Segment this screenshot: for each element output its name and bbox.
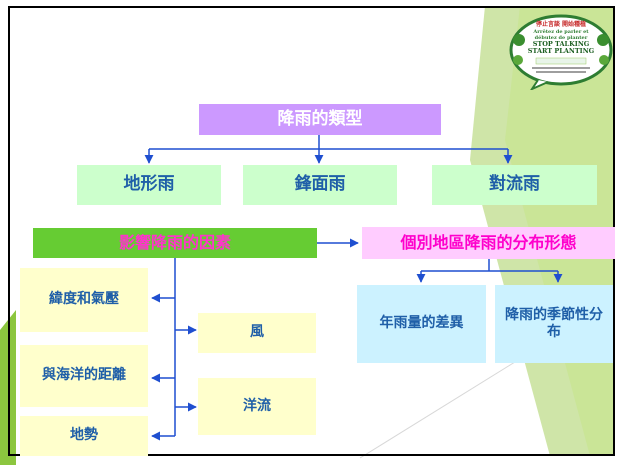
diagram-title: 降雨的類型 [199, 104, 441, 135]
rain-type-convectional: 對流雨 [432, 165, 597, 205]
logo-line-3: débutez de planter [535, 34, 588, 41]
factor-distance-from-sea: 與海洋的距離 [20, 345, 148, 407]
fine-print [536, 71, 586, 73]
distribution-annual-variation: 年雨量的差異 [357, 285, 486, 363]
factor-latitude-pressure: 緯度和氣壓 [20, 268, 148, 332]
rain-type-orographic: 地形雨 [77, 165, 221, 205]
factor-wind: 風 [198, 313, 316, 353]
logo-line-5: START PLANTING [528, 47, 595, 55]
factors-header: 影響降雨的因素 [33, 228, 317, 258]
tree-icon [513, 34, 525, 46]
rain-type-frontal: 鋒面雨 [243, 165, 397, 205]
fine-print [532, 67, 590, 69]
factor-ocean-current: 洋流 [198, 378, 316, 435]
logo-line-1: 停止言談 開始種植 [536, 20, 586, 28]
factor-relief: 地勢 [20, 416, 148, 456]
distribution-header: 個別地區降雨的分布形態 [362, 227, 615, 259]
sponsor-logos [535, 57, 587, 65]
tree-icon [597, 34, 609, 46]
distribution-seasonal: 降雨的季節性分布 [495, 285, 613, 363]
logo-line-4: STOP TALKING [533, 40, 590, 48]
tree-icon [599, 55, 609, 65]
tree-icon [513, 55, 523, 65]
logo-line-2: Arrêtez de parler et [532, 28, 589, 35]
stop-talking-start-planting-logo: 停止言談 開始種植 Arrêtez de parler et débutez d… [509, 14, 613, 90]
